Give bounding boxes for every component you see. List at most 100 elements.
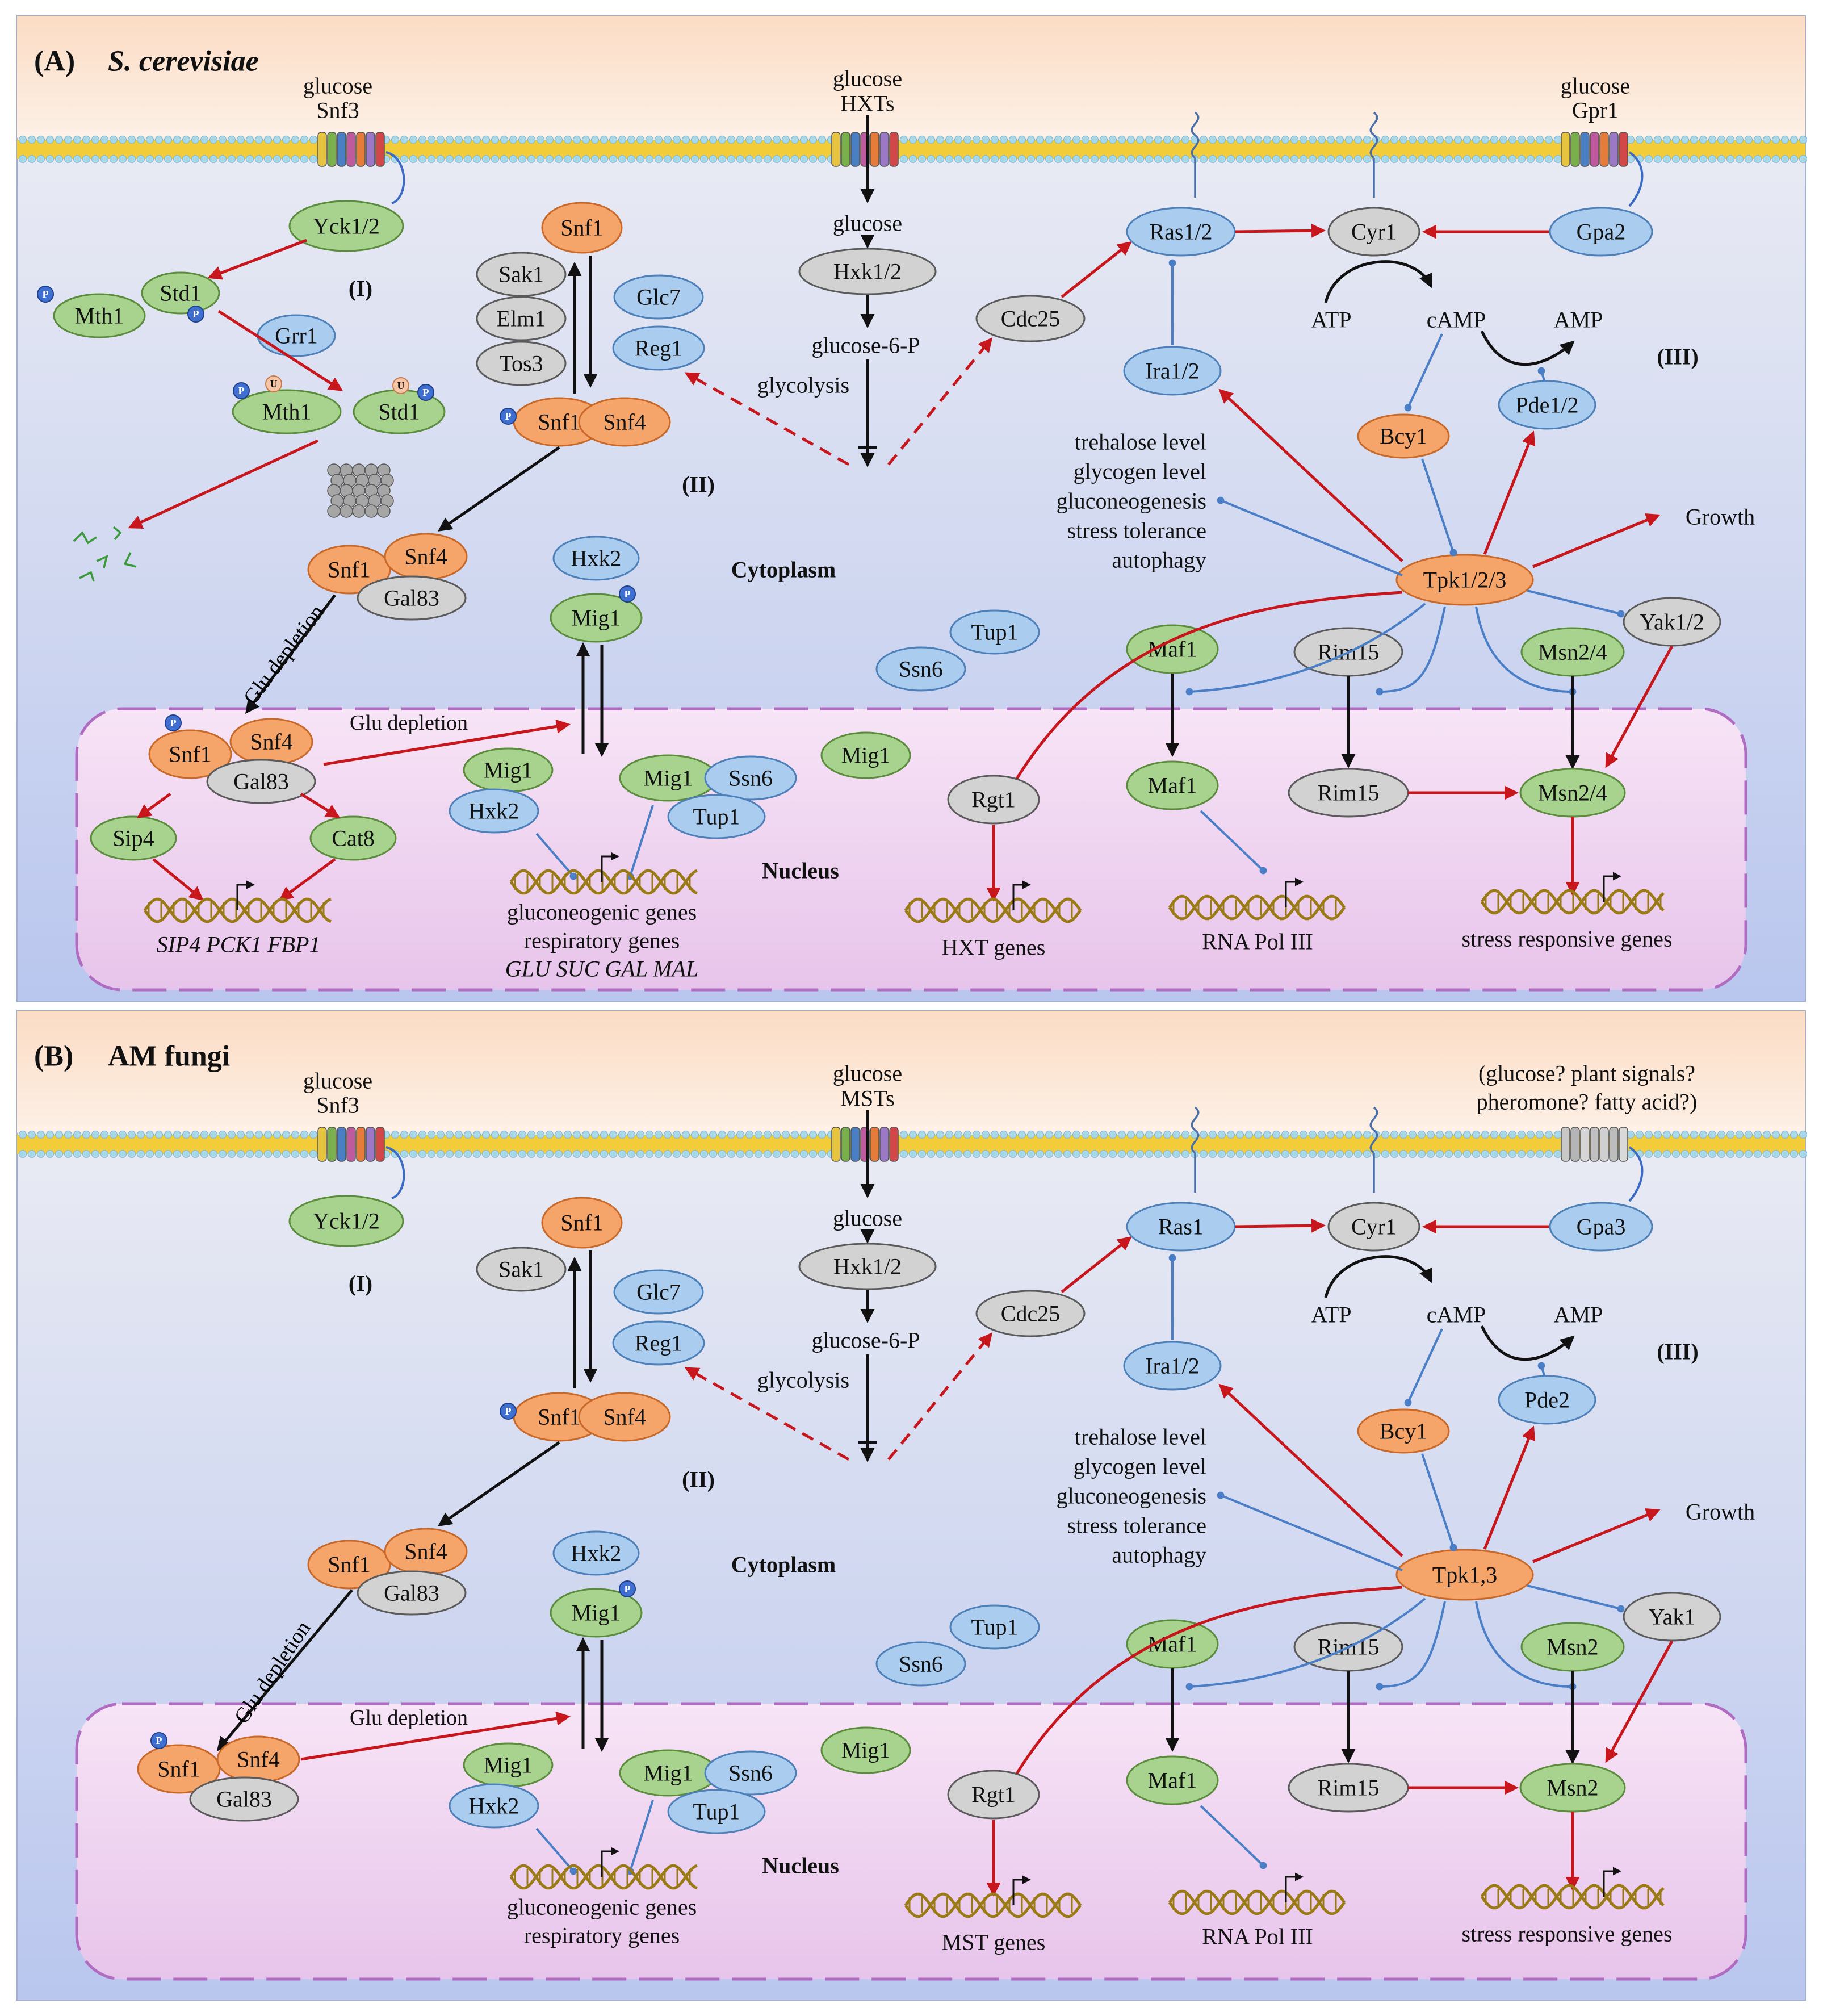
lipid-head — [28, 1131, 36, 1139]
lipid-head — [1036, 136, 1044, 144]
protein-label: Mig1 — [841, 1738, 891, 1763]
lipid-head — [437, 136, 445, 144]
protein-label: Snf1 — [560, 1210, 604, 1236]
ubiquitin-marker — [265, 375, 282, 392]
transmembrane-helix — [831, 1127, 841, 1162]
lipid-head — [1127, 1150, 1135, 1158]
protein-shape — [206, 759, 316, 804]
lipid-head — [282, 1150, 290, 1158]
protein-maf1n: Maf1 — [1126, 1755, 1219, 1805]
promoter-arrow — [1285, 877, 1304, 907]
lipid-head — [1236, 136, 1244, 144]
lipid-head — [1236, 1150, 1244, 1158]
lipid-head — [1318, 136, 1326, 144]
snf3-receptor — [317, 1127, 385, 1162]
lipid-head — [1790, 1150, 1798, 1158]
ubiquitin-marker — [392, 377, 409, 394]
protein-label: Pde2 — [1524, 1387, 1570, 1413]
lipid-head — [1300, 155, 1307, 163]
protein-shape — [949, 609, 1040, 655]
lipid-head — [137, 155, 145, 163]
protein-shape — [704, 1750, 797, 1796]
protein-grr1: Grr1 — [257, 314, 336, 357]
lipid-head — [255, 155, 263, 163]
lipid-head — [573, 1150, 581, 1158]
lipid-head — [1118, 1150, 1126, 1158]
lipid-head — [1118, 136, 1126, 144]
lipid-head — [800, 1131, 808, 1139]
phosphate-letter: P — [423, 387, 429, 398]
lipid-head — [1781, 1131, 1789, 1139]
lipid-head — [1227, 155, 1235, 163]
lipid-head — [1272, 136, 1280, 144]
glucose-transporter — [831, 1127, 899, 1162]
snf3-label: Snf3 — [316, 1093, 359, 1118]
protein-label: Snf1 — [328, 557, 371, 583]
lipid-head — [991, 155, 999, 163]
tpk-to-pde-arrow — [1483, 430, 1536, 555]
output-label-1: trehalose level — [1075, 429, 1206, 455]
lipid-head — [745, 1150, 753, 1158]
protein-label: Rim15 — [1318, 1775, 1380, 1801]
lipid-head — [1518, 1131, 1526, 1139]
transmembrane-helix — [850, 1127, 860, 1162]
lipid-head — [718, 1131, 726, 1139]
protein-shape — [53, 293, 146, 338]
lipid-head — [1690, 1131, 1698, 1139]
lipid-head — [973, 1131, 980, 1139]
lipid-head — [1699, 1150, 1707, 1158]
phosphate-marker — [417, 384, 434, 401]
lipid-head — [1745, 1150, 1753, 1158]
lipid-head — [182, 136, 190, 144]
lipid-head — [1636, 1131, 1644, 1139]
lipid-head — [1109, 1150, 1117, 1158]
glucose-6-p-label: glucose-6-P — [811, 1328, 920, 1353]
lipid-head — [1072, 155, 1080, 163]
protein-label: Gal83 — [233, 769, 289, 794]
transmembrane-helix — [317, 132, 327, 167]
lipid-head — [1354, 155, 1362, 163]
lipid-head — [1454, 155, 1462, 163]
snf3-label: Snf3 — [316, 98, 359, 123]
protein-shape — [288, 200, 404, 252]
tpk-inhibits-rim15-line — [1376, 1601, 1446, 1691]
gene-label-d: RNA Pol III — [1202, 929, 1313, 955]
lipid-head — [1345, 1131, 1353, 1139]
lipid-head — [1290, 1131, 1298, 1139]
lipid-head — [1245, 1131, 1253, 1139]
lipid-head — [509, 1150, 517, 1158]
lipid-head — [400, 1150, 408, 1158]
lipid-head — [1018, 136, 1026, 144]
protein-sak1: Sak1 — [476, 1247, 567, 1292]
lipid-head — [400, 1131, 408, 1139]
output-label-2: glycogen level — [1074, 1454, 1206, 1479]
lipid-head — [1209, 1150, 1217, 1158]
lipid-head — [55, 155, 63, 163]
lipid-head — [1736, 1131, 1744, 1139]
lipid-head — [636, 136, 644, 144]
protein-shape — [288, 1195, 404, 1247]
lipid-head — [1054, 136, 1062, 144]
protein-cyr1: Cyr1 — [1327, 1202, 1420, 1252]
lipid-head — [91, 1131, 99, 1139]
gene-label-b2: respiratory genes — [524, 1923, 680, 1948]
lipid-head — [900, 136, 908, 144]
protein-label: Cyr1 — [1351, 219, 1397, 245]
lipid-head — [1409, 136, 1417, 144]
lipid-head — [1145, 1131, 1153, 1139]
lipid-head — [673, 1131, 681, 1139]
lipid-head — [1218, 1131, 1226, 1139]
protein-label: Mth1 — [262, 399, 312, 425]
lipid-head — [1508, 136, 1516, 144]
lipid-head — [1418, 1131, 1426, 1139]
lipid-head — [155, 155, 163, 163]
lipid-head — [1154, 136, 1162, 144]
transmembrane-helix — [337, 132, 346, 167]
lipid-head — [137, 1131, 145, 1139]
lipid-head — [446, 1131, 454, 1139]
lipid-head — [918, 155, 926, 163]
lipid-head — [1345, 155, 1353, 163]
protein-hxk2: Hxk2 — [552, 536, 640, 581]
